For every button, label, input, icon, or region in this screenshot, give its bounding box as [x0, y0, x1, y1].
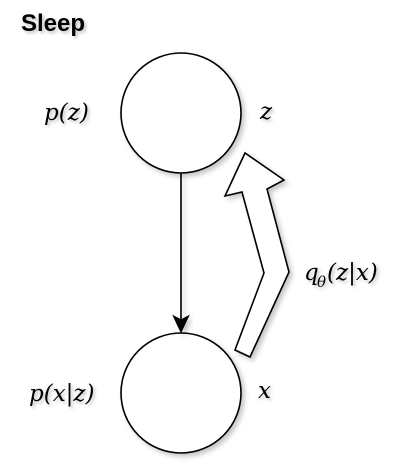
- latent-label: z: [259, 99, 273, 125]
- likelihood-label: p(x|z): [29, 381, 95, 407]
- inference-label-main: q: [304, 260, 319, 286]
- node-z: [120, 52, 242, 174]
- diagram-title: Sleep: [21, 10, 85, 37]
- inference-arrow: [223, 151, 290, 359]
- inference-label-args: (z|x): [327, 260, 378, 286]
- generative-arrow: [172, 173, 190, 334]
- observed-label: x: [258, 378, 271, 404]
- inference-label-subscript: θ: [317, 273, 326, 291]
- node-x: [120, 332, 242, 454]
- prior-label: p(z): [44, 100, 89, 126]
- inference-label: q θ (z|x): [304, 260, 378, 291]
